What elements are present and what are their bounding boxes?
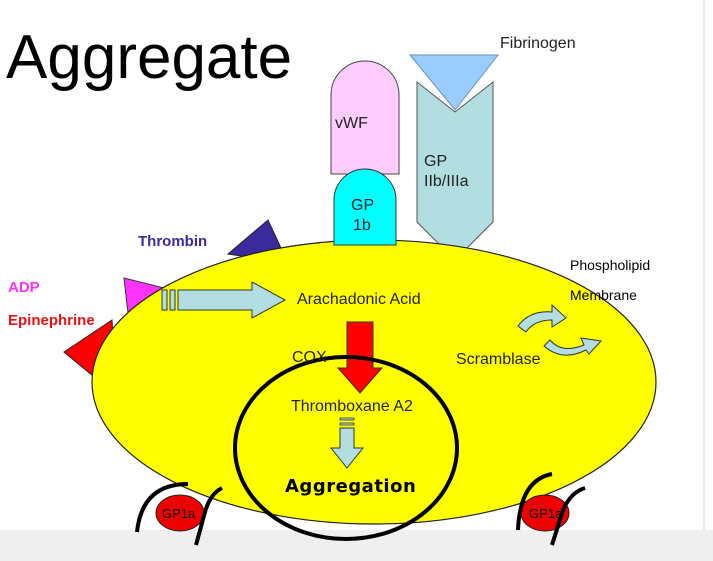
fibrinogen-label: Fibrinogen xyxy=(500,35,576,52)
thromboxane-label: Thromboxane A2 xyxy=(291,398,413,415)
gp1a-right-label: GP1a xyxy=(529,506,563,521)
signal-arrow xyxy=(161,281,287,319)
gp2b3a-label-line1: GP xyxy=(424,153,447,170)
vwf-label: vWF xyxy=(335,115,368,132)
fibrinogen-shape xyxy=(408,54,500,111)
slide-title: Aggregate xyxy=(6,23,292,92)
gp1a-right xyxy=(516,472,586,546)
scramblase-label: Scramblase xyxy=(456,351,541,368)
scramblase-arrows-icon xyxy=(517,303,603,356)
adp-label: ADP xyxy=(8,279,40,296)
cox-label: COX xyxy=(292,349,327,366)
aggregation-highlight-ring xyxy=(233,355,459,541)
arachadonic-acid-label: Arachadonic Acid xyxy=(297,291,421,308)
gp2b3a-label-line2: IIb/IIIa xyxy=(424,173,469,190)
gp2b3a-receptor-shape xyxy=(416,80,494,261)
vwf-shape xyxy=(330,60,400,175)
membrane-label: Membrane xyxy=(570,287,637,303)
thrombin-label: Thrombin xyxy=(138,233,207,250)
epinephrine-label: Epinephrine xyxy=(8,312,95,329)
gp1a-left-label: GP1a xyxy=(162,506,196,521)
gp1b-receptor-shape xyxy=(333,168,397,246)
aggregation-label: Aggregation xyxy=(285,476,416,497)
aggregation-arrow xyxy=(329,417,365,469)
phospholipid-label: Phospholipid xyxy=(570,257,650,273)
gp1b-label-line1: GP xyxy=(351,197,374,214)
gp1b-label-line2: 1b xyxy=(353,217,371,234)
gp1a-left xyxy=(135,482,223,546)
